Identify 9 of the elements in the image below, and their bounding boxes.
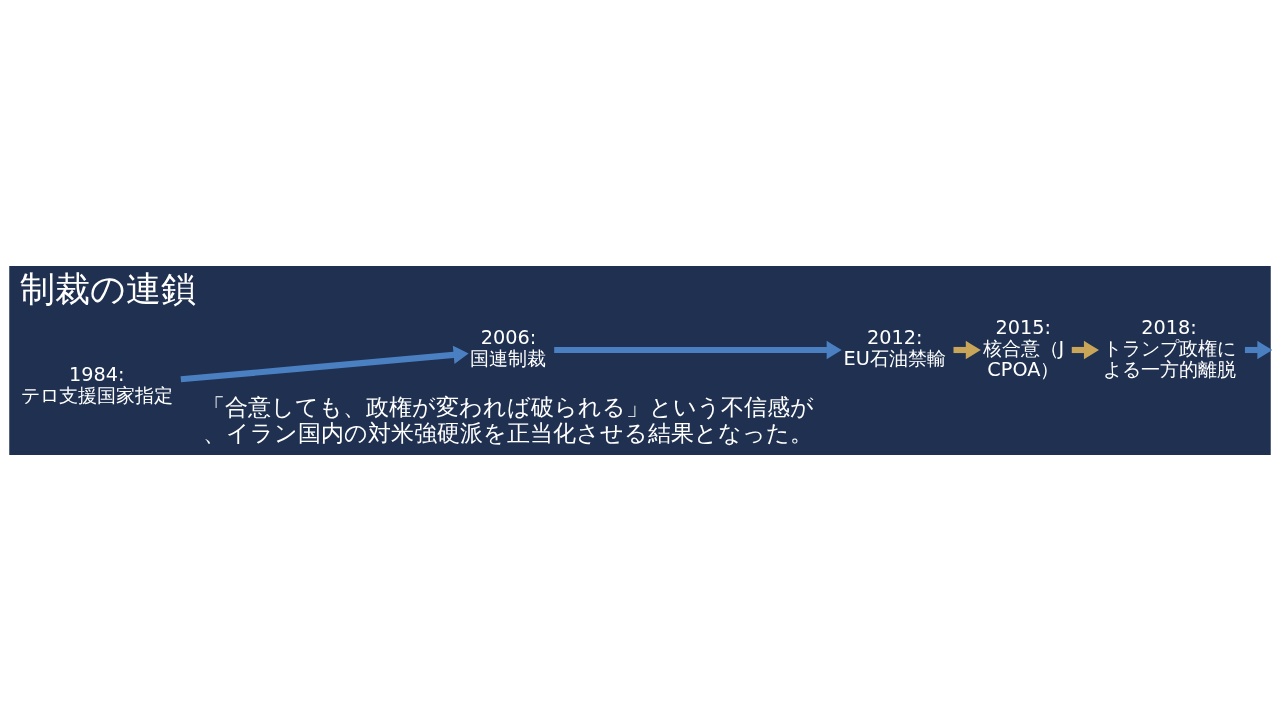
arrow — [554, 340, 842, 359]
node-text: 2015: 核合意（JCPOA） — [982, 315, 1065, 381]
diagram-title: 制裁の連鎖 — [19, 268, 196, 309]
node-text: 1984: テロ支援国家指定 — [20, 362, 173, 407]
node-text: 2006: 国連制裁 — [470, 325, 547, 370]
node-text: 2018: トランプ政権による一方的離脱 — [1102, 315, 1236, 381]
arrow — [180, 345, 469, 382]
node-text: 2012: EU石油禁輸 — [843, 325, 946, 370]
caption: 「合意しても、政権が変われば破られる」という不信感が、イラン国内の対米強硬派を正当化させる結果となった。 — [202, 393, 815, 446]
